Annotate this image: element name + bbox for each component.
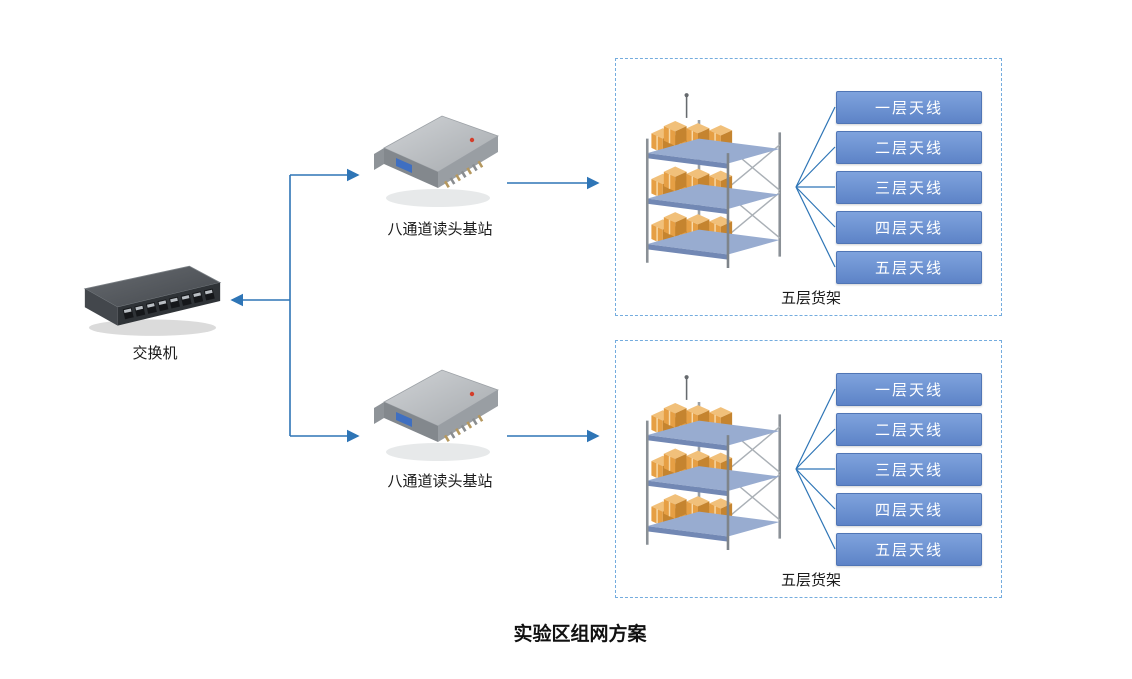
- antenna-box: 四层天线: [836, 211, 982, 244]
- reader-label-bottom: 八通道读头基站: [387, 472, 493, 490]
- switch-ports: [122, 288, 215, 320]
- sma-connectors: [444, 160, 484, 189]
- rack-panel-bottom: 一层天线 二层天线 三层天线 四层天线 五层天线 五层货架: [615, 340, 1002, 598]
- antenna-box: 四层天线: [836, 493, 982, 526]
- rack-label-top: 五层货架: [780, 289, 841, 307]
- diagram-title: 实验区组网方案: [513, 623, 647, 645]
- antenna-box: 五层天线: [836, 533, 982, 566]
- antenna-box: 五层天线: [836, 251, 982, 284]
- rack-panel-top: 一层天线 二层天线 三层天线 四层天线 五层天线 五层货架: [615, 58, 1002, 316]
- reader-label-top: 八通道读头基站: [387, 220, 493, 238]
- antenna-box: 三层天线: [836, 453, 982, 486]
- reader-image-bottom: [374, 369, 499, 461]
- shelf-image-top: [645, 93, 782, 268]
- switch-image: [83, 265, 222, 336]
- antenna-box: 三层天线: [836, 171, 982, 204]
- antenna-box: 一层天线: [836, 373, 982, 406]
- reader-image-top: [374, 115, 499, 207]
- rack-label-bottom: 五层货架: [780, 571, 841, 589]
- antenna-box: 一层天线: [836, 91, 982, 124]
- shelf-image-bottom: [645, 375, 782, 550]
- antenna-box: 二层天线: [836, 413, 982, 446]
- switch-label: 交换机: [132, 344, 178, 362]
- sma-connectors: [444, 414, 484, 443]
- antenna-box: 二层天线: [836, 131, 982, 164]
